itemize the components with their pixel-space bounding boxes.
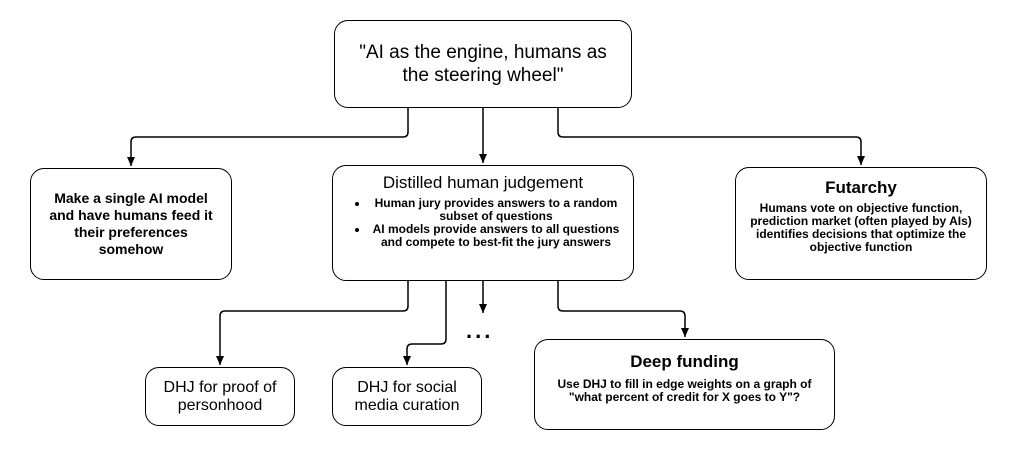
proof-label: DHJ for proof of personhood	[163, 378, 277, 414]
distilled-bullet-jury: Human jury provides answers to a random …	[369, 197, 623, 223]
proof-of-personhood-node: DHJ for proof of personhood	[145, 367, 295, 426]
edge-distilled-to-social	[403, 281, 447, 365]
futarchy-desc: Humans vote on objective function, predi…	[750, 201, 972, 254]
distilled-bullets: Human jury provides answers to a random …	[333, 197, 633, 249]
root-node: "AI as the engine, humans as the steerin…	[334, 20, 632, 108]
deep-funding-node: Deep funding Use DHJ to fill in edge wei…	[534, 339, 835, 430]
root-label: "AI as the engine, humans as the steerin…	[359, 42, 607, 86]
edge-root-to-single-model	[127, 108, 409, 166]
futarchy-node: Futarchy Humans vote on objective functi…	[735, 167, 987, 280]
edge-distilled-to-deep-funding	[557, 281, 689, 337]
deep-funding-title: Deep funding	[630, 352, 739, 371]
single-model-node: Make a single AI model and have humans f…	[30, 168, 232, 280]
social-media-curation-node: DHJ for social media curation	[332, 367, 482, 426]
distilled-judgement-node: Distilled human judgement Human jury pro…	[332, 165, 634, 281]
social-label: DHJ for social media curation	[354, 378, 460, 414]
edge-distilled-to-proof	[216, 281, 409, 365]
futarchy-title: Futarchy	[825, 178, 897, 197]
deep-funding-desc: Use DHJ to fill in edge weights on a gra…	[557, 377, 812, 404]
more-ellipsis: ...	[466, 318, 494, 343]
single-model-label: Make a single AI model and have humans f…	[49, 190, 213, 257]
distilled-title: Distilled human judgement	[382, 173, 584, 192]
edge-root-to-futarchy	[557, 108, 865, 165]
distilled-bullet-models: AI models provide answers to all questio…	[369, 223, 623, 249]
